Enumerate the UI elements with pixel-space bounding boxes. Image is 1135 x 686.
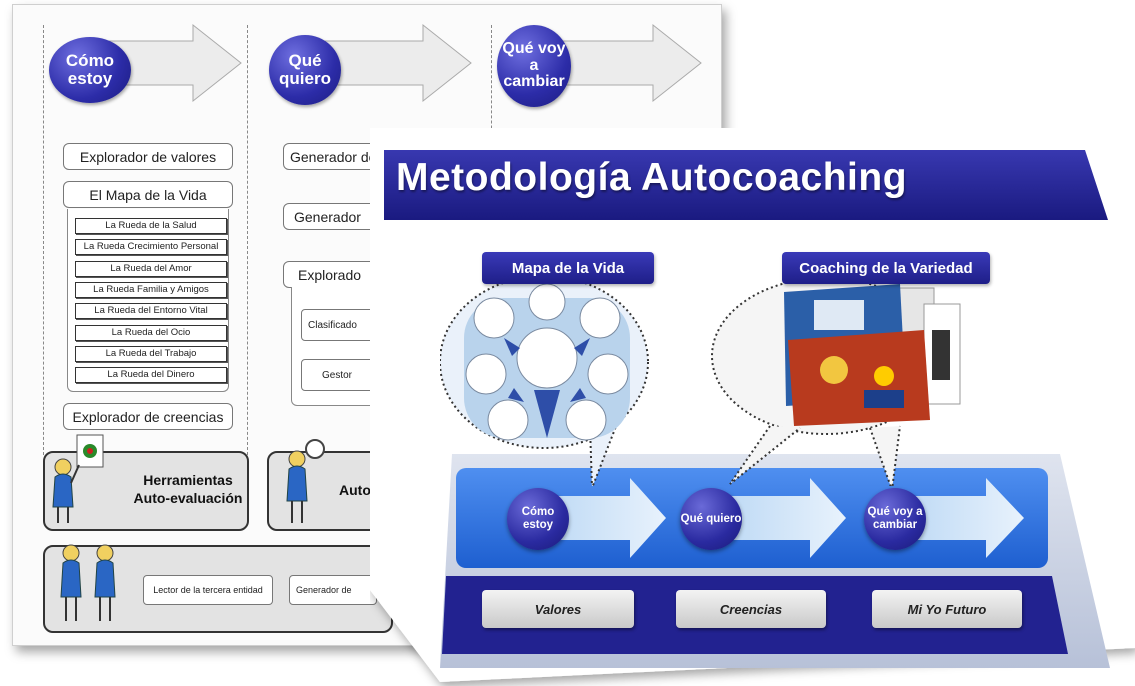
- rueda-item: La Rueda del Ocio: [75, 325, 227, 341]
- front-sheet: Metodología Autocoaching Ma: [370, 128, 1135, 686]
- pillar-creencias: Creencias: [676, 590, 826, 628]
- two-figures-icon: [60, 544, 116, 621]
- tools-box-2: [267, 451, 387, 531]
- explorador-box: Explorado: [283, 261, 383, 288]
- pillar-mi-yo-futuro: Mi Yo Futuro: [872, 590, 1022, 628]
- rueda-item: La Rueda Crecimiento Personal: [75, 239, 227, 255]
- column-divider: [43, 25, 44, 455]
- generador-box-2: Generador: [283, 203, 383, 230]
- tools-label-2: Auto: [339, 482, 371, 498]
- explorador-valores-box: Explorador de valores: [63, 143, 233, 170]
- rueda-item: La Rueda del Amor: [75, 261, 227, 277]
- magazine-collage-image: [784, 284, 961, 426]
- column-divider: [247, 25, 248, 455]
- lector-tercera-entidad-box: Lector de la tercera entidad: [143, 575, 273, 605]
- rueda-item: La Rueda del Entorno Vital: [75, 303, 227, 319]
- stage-circle-que-voy-a-cambiar: Qué voy a cambiar: [864, 488, 926, 550]
- explorador-creencias-box: Explorador de creencias: [63, 403, 233, 430]
- figure-with-chart-icon: [52, 434, 104, 523]
- rueda-item: La Rueda de la Salud: [75, 218, 227, 234]
- stage-arrows: [530, 478, 1024, 558]
- tab-coaching-de-la-variedad: Coaching de la Variedad: [782, 252, 990, 284]
- generador-box-1: Generador de: [283, 143, 383, 170]
- life-map-image: [464, 283, 630, 441]
- pillar-valores: Valores: [482, 590, 634, 628]
- tab-mapa-de-la-vida: Mapa de la Vida: [482, 252, 654, 284]
- rueda-item: La Rueda Familia y Amigos: [75, 282, 227, 298]
- rueda-item: La Rueda del Trabajo: [75, 346, 227, 362]
- generador-bottom-box: Generador de: [289, 575, 377, 605]
- stage-circle-que-quiero: Qué quiero: [269, 35, 341, 105]
- stage-circle-como-estoy: Cómo estoy: [507, 488, 569, 550]
- stage-circle-como-estoy: Cómo estoy: [49, 37, 131, 103]
- tools-label-1: Herramientas Auto-evaluación: [133, 472, 243, 506]
- stage-circle-que-quiero: Qué quiero: [680, 488, 742, 550]
- stage-circle-que-voy-a-cambiar: Qué voy a cambiar: [497, 25, 571, 107]
- figure-with-magnifier-icon: [286, 439, 325, 523]
- page-title: Metodología Autocoaching: [396, 156, 908, 199]
- rueda-item: La Rueda del Dinero: [75, 367, 227, 383]
- mapa-vida-box: El Mapa de la Vida: [63, 181, 233, 208]
- ruedas-container: [67, 209, 229, 392]
